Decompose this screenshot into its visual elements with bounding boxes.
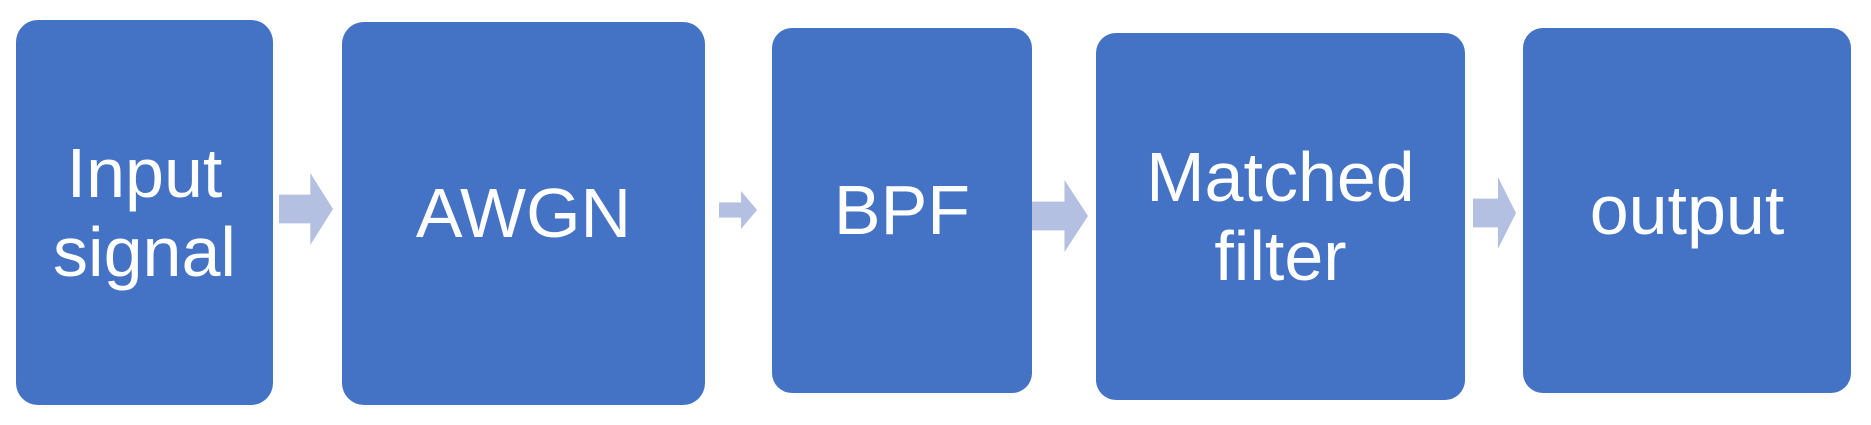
block-matched-filter[interactable]: Matched filter: [1096, 33, 1465, 400]
block-input-signal[interactable]: Input signal: [16, 20, 273, 405]
block-output[interactable]: output: [1523, 28, 1851, 393]
block-label-bpf: BPF: [833, 171, 971, 250]
block-label-awgn: AWGN: [415, 174, 632, 253]
block-label-matched-filter: Matched filter: [1146, 138, 1415, 295]
block-bpf[interactable]: BPF: [772, 28, 1032, 393]
arrow-matched-filter-to-output-icon: [1473, 177, 1516, 249]
arrow-bpf-to-matched-filter-icon: [1032, 180, 1088, 252]
arrow-awgn-to-bpf-icon: [719, 191, 757, 229]
arrow-input-to-awgn-icon: [279, 173, 333, 245]
block-awgn[interactable]: AWGN: [342, 22, 705, 405]
block-label-input-signal: Input signal: [53, 134, 236, 291]
block-label-output: output: [1589, 171, 1785, 250]
